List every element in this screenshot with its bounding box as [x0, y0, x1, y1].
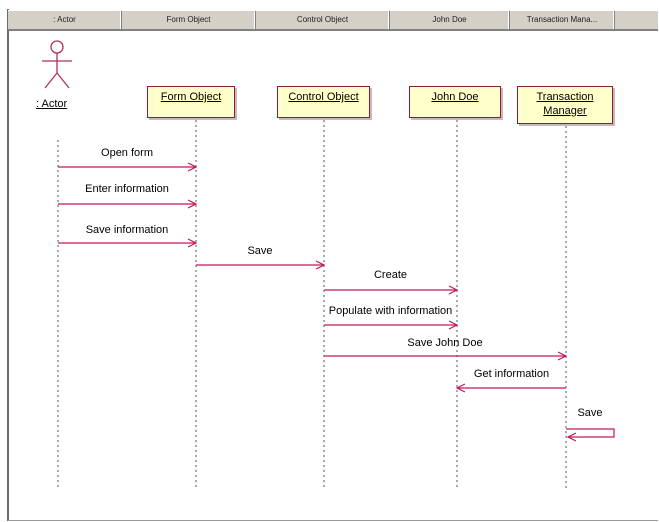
- header-control-object[interactable]: Control Object: [256, 11, 390, 29]
- message-label: Open form: [101, 147, 153, 159]
- arrowhead: [187, 238, 198, 248]
- message-label: Save information: [86, 224, 169, 236]
- message-label: Enter information: [85, 183, 169, 195]
- object-form-object-label: Form Object: [160, 91, 222, 103]
- message-line: [566, 428, 615, 438]
- actor-label[interactable]: : Actor: [36, 98, 68, 110]
- object-transaction-manager[interactable]: Transaction Manager: [517, 86, 613, 124]
- message-2[interactable]: Enter information: [58, 183, 198, 209]
- message-label: Save: [247, 245, 272, 257]
- message-9[interactable]: Save: [566, 407, 615, 442]
- arrowhead: [455, 383, 466, 393]
- message-8[interactable]: Get information: [455, 368, 566, 393]
- arrowhead: [448, 285, 459, 295]
- message-label: Save: [577, 407, 602, 419]
- message-label: Populate with information: [329, 305, 453, 317]
- message-7[interactable]: Save John Doe: [324, 337, 568, 361]
- arrowhead: [448, 320, 459, 330]
- arrowhead: [187, 162, 198, 172]
- header-transaction-manager[interactable]: Transaction Mana...: [510, 11, 615, 29]
- object-control-object[interactable]: Control Object: [277, 86, 370, 118]
- object-control-object-label: Control Object: [288, 91, 359, 103]
- arrowhead: [557, 351, 568, 361]
- message-3[interactable]: Save information: [58, 224, 198, 248]
- header-john-doe[interactable]: John Doe: [390, 11, 510, 29]
- arrowhead: [566, 432, 577, 442]
- message-4[interactable]: Save: [196, 245, 326, 270]
- message-label: Get information: [474, 368, 549, 380]
- arrowhead: [187, 199, 198, 209]
- object-john-doe[interactable]: John Doe: [409, 86, 501, 118]
- header-actor[interactable]: : Actor: [8, 11, 122, 29]
- message-label: Create: [374, 269, 407, 281]
- message-5[interactable]: Create: [324, 269, 459, 295]
- header-form-object[interactable]: Form Object: [122, 11, 256, 29]
- object-form-object[interactable]: Form Object: [147, 86, 235, 118]
- message-label: Save John Doe: [407, 337, 482, 349]
- column-header-bar: : Actor Form Object Control Object John …: [8, 10, 658, 31]
- object-john-doe-label: John Doe: [431, 91, 479, 103]
- arrowhead: [315, 260, 326, 270]
- object-transaction-manager-label-2: Manager: [543, 105, 587, 117]
- message-1[interactable]: Open form: [58, 147, 198, 172]
- object-transaction-manager-label-1: Transaction: [536, 91, 594, 103]
- message-6[interactable]: Populate with information: [324, 305, 459, 330]
